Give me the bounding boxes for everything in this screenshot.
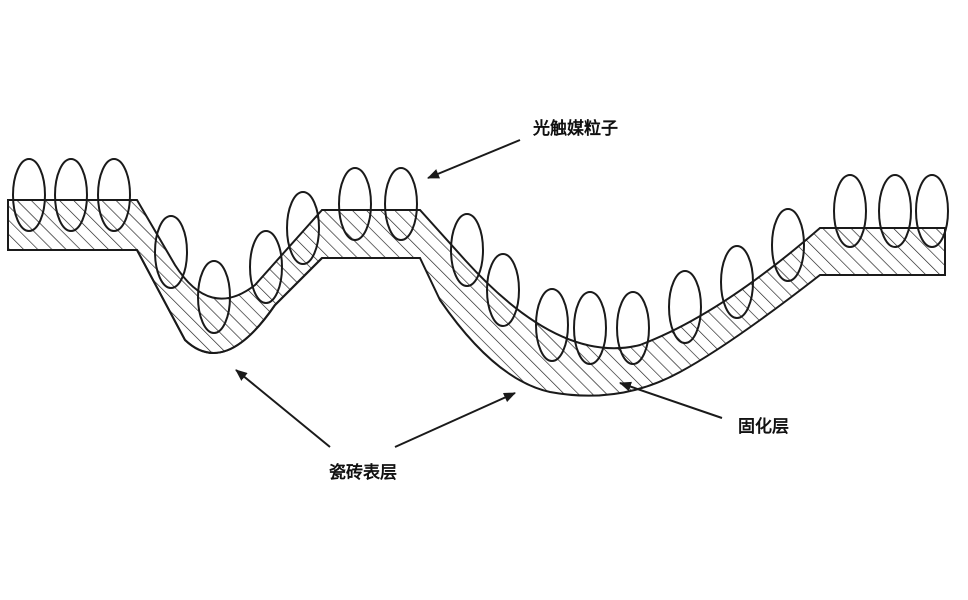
particles-arrow xyxy=(427,139,521,179)
tile-surface-line xyxy=(136,249,323,354)
particle xyxy=(54,158,88,232)
particle xyxy=(573,291,607,365)
particle-group xyxy=(12,158,949,365)
particle xyxy=(720,245,754,319)
tile-surface-label: 瓷砖表层 xyxy=(329,462,397,483)
particle xyxy=(249,230,283,304)
particle xyxy=(833,174,867,248)
particle xyxy=(384,167,418,241)
particle xyxy=(12,158,46,232)
particle xyxy=(338,167,372,241)
particle xyxy=(97,158,131,232)
particle xyxy=(450,213,484,287)
tile-surface-arrow-right xyxy=(394,392,516,448)
cured-layer xyxy=(7,199,946,397)
particle xyxy=(197,260,231,334)
particle xyxy=(668,270,702,344)
particle xyxy=(535,288,569,362)
particle xyxy=(154,215,188,289)
particles-label: 光触媒粒子 xyxy=(532,118,618,139)
particle xyxy=(486,253,520,327)
particle xyxy=(915,174,949,248)
particle xyxy=(771,208,805,282)
particle xyxy=(616,291,650,365)
particle xyxy=(878,174,912,248)
tile-surface-arrow-left xyxy=(235,369,331,448)
particle xyxy=(286,191,320,265)
cured-layer-arrow xyxy=(619,381,723,419)
cured-layer-label: 固化层 xyxy=(738,416,789,437)
